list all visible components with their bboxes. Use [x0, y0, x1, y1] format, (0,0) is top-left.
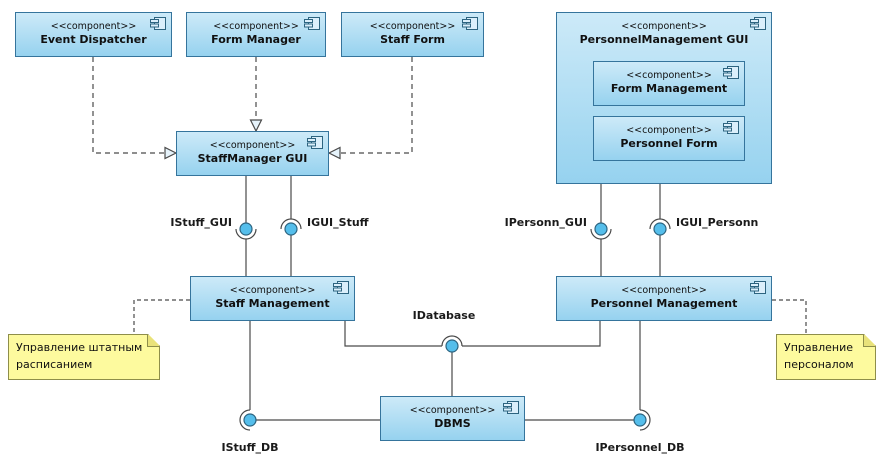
stereotype-label: <<component>> — [626, 124, 712, 136]
stereotype-label: <<component>> — [369, 20, 456, 32]
component-dbms[interactable]: <<component>> DBMS — [380, 396, 525, 441]
interface-label-ipersonnel-db: IPersonnel_DB — [595, 441, 685, 454]
component-icon — [750, 17, 766, 30]
interface-label-istuff-db: IStuff_DB — [221, 441, 279, 454]
interface-istuff-gui[interactable] — [235, 176, 257, 276]
component-staff-form[interactable]: <<component>> Staff Form — [341, 12, 484, 57]
component-staffmanager-gui[interactable]: <<component>> StaffManager GUI — [176, 131, 329, 176]
note-text: Управление персоналом — [784, 341, 854, 371]
component-icon — [333, 281, 349, 294]
component-name: PersonnelManagement GUI — [579, 33, 749, 47]
stereotype-label: <<component>> — [50, 20, 137, 32]
component-staff-management[interactable]: <<component>> Staff Management — [190, 276, 355, 321]
component-icon — [462, 17, 478, 30]
stereotype-label: <<component>> — [621, 21, 707, 32]
dependency-event-dispatcher-to-staffmanager-gui[interactable] — [92, 57, 178, 160]
interface-ipersonn-gui[interactable] — [590, 184, 612, 276]
interface-label-igui-personn: IGUI_Personn — [676, 216, 759, 229]
component-icon — [304, 17, 320, 30]
component-icon — [150, 17, 166, 30]
component-name: Event Dispatcher — [40, 33, 147, 47]
interface-igui-personn[interactable] — [649, 184, 671, 276]
component-form-management[interactable]: <<component>> Form Management — [593, 61, 745, 106]
interface-label-ipersonn-gui: IPersonn_GUI — [504, 216, 587, 229]
interface-label-idatabase: IDatabase — [412, 309, 476, 322]
interface-label-igui-stuff: IGUI_Stuff — [307, 216, 369, 229]
note-anchor-personnel — [772, 299, 807, 334]
component-name: Form Management — [610, 82, 728, 96]
interface-label-istuff-gui: IStuff_GUI — [170, 216, 232, 229]
note-anchor-staff — [133, 299, 190, 334]
interface-igui-stuff[interactable] — [280, 176, 302, 276]
component-event-dispatcher[interactable]: <<component>> Event Dispatcher — [15, 12, 172, 57]
component-icon — [503, 401, 519, 414]
component-personnel-management-gui[interactable]: <<component>> PersonnelManagement GUI <<… — [556, 12, 772, 184]
component-name: DBMS — [434, 417, 471, 431]
note-text: Управление штатным расписанием — [16, 341, 143, 371]
stereotype-label: <<component>> — [229, 284, 316, 296]
component-name: Personnel Form — [620, 137, 718, 151]
note-staff-schedule[interactable]: Управление штатным расписанием — [8, 334, 160, 380]
component-form-manager[interactable]: <<component>> Form Manager — [186, 12, 326, 57]
component-name: StaffManager GUI — [197, 152, 308, 166]
component-personnel-management[interactable]: <<component>> Personnel Management — [556, 276, 772, 321]
stereotype-label: <<component>> — [621, 284, 707, 296]
stereotype-label: <<component>> — [409, 404, 496, 416]
dependency-staff-form-to-staffmanager-gui[interactable] — [327, 57, 413, 160]
interface-istuff-db[interactable] — [239, 321, 380, 431]
dependency-form-manager-to-staffmanager-gui[interactable] — [249, 57, 263, 133]
component-name: Staff Form — [380, 33, 445, 47]
component-icon — [723, 121, 739, 134]
stereotype-label: <<component>> — [209, 139, 296, 151]
component-icon — [750, 281, 766, 294]
stereotype-label: <<component>> — [213, 20, 299, 32]
stereotype-label: <<component>> — [626, 69, 712, 81]
component-icon — [723, 66, 739, 79]
component-name: Staff Management — [215, 297, 330, 311]
interface-idatabase[interactable] — [344, 321, 601, 396]
component-name: Form Manager — [211, 33, 301, 47]
component-name: Personnel Management — [590, 297, 738, 311]
component-personnel-form[interactable]: <<component>> Personnel Form — [593, 116, 745, 161]
component-icon — [307, 136, 323, 149]
note-personnel[interactable]: Управление персоналом — [776, 334, 876, 380]
interface-ipersonnel-db[interactable] — [525, 321, 651, 431]
